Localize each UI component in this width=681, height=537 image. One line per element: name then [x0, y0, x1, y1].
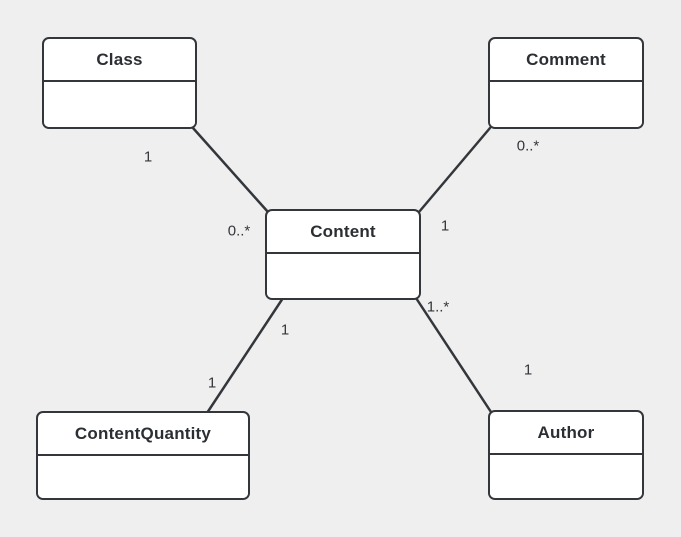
- class-attributes-compartment: [267, 254, 419, 298]
- multiplicity-label-contentquantity-side: 1: [207, 374, 217, 392]
- multiplicity-label-comment-side: 0..*: [516, 137, 540, 155]
- class-name-author: Author: [490, 412, 642, 455]
- class-node-contentquantity[interactable]: ContentQuantity: [36, 411, 250, 500]
- edge-content-author: [414, 296, 493, 414]
- class-attributes-compartment: [490, 82, 642, 127]
- multiplicity-label-content-side-bottomleft: 1: [280, 321, 290, 339]
- class-attributes-compartment: [44, 82, 195, 127]
- multiplicity-label-content-side-right: 1: [440, 217, 450, 235]
- class-attributes-compartment: [490, 455, 642, 498]
- multiplicity-label-content-side-bottomright: 1..*: [426, 298, 450, 316]
- class-node-comment[interactable]: Comment: [488, 37, 644, 129]
- edge-class-content: [191, 126, 270, 214]
- class-name-class: Class: [44, 39, 195, 82]
- edge-comment-content: [417, 126, 492, 214]
- multiplicity-label-class-side: 1: [143, 148, 153, 166]
- class-name-comment: Comment: [490, 39, 642, 82]
- multiplicity-label-author-side: 1: [523, 361, 533, 379]
- class-node-author[interactable]: Author: [488, 410, 644, 500]
- class-node-class[interactable]: Class: [42, 37, 197, 129]
- class-node-content[interactable]: Content: [265, 209, 421, 300]
- class-name-content: Content: [267, 211, 419, 254]
- class-attributes-compartment: [38, 456, 248, 498]
- edge-content-contentquantity: [205, 296, 285, 415]
- class-name-contentquantity: ContentQuantity: [38, 413, 248, 456]
- multiplicity-label-content-side-left: 0..*: [227, 222, 251, 240]
